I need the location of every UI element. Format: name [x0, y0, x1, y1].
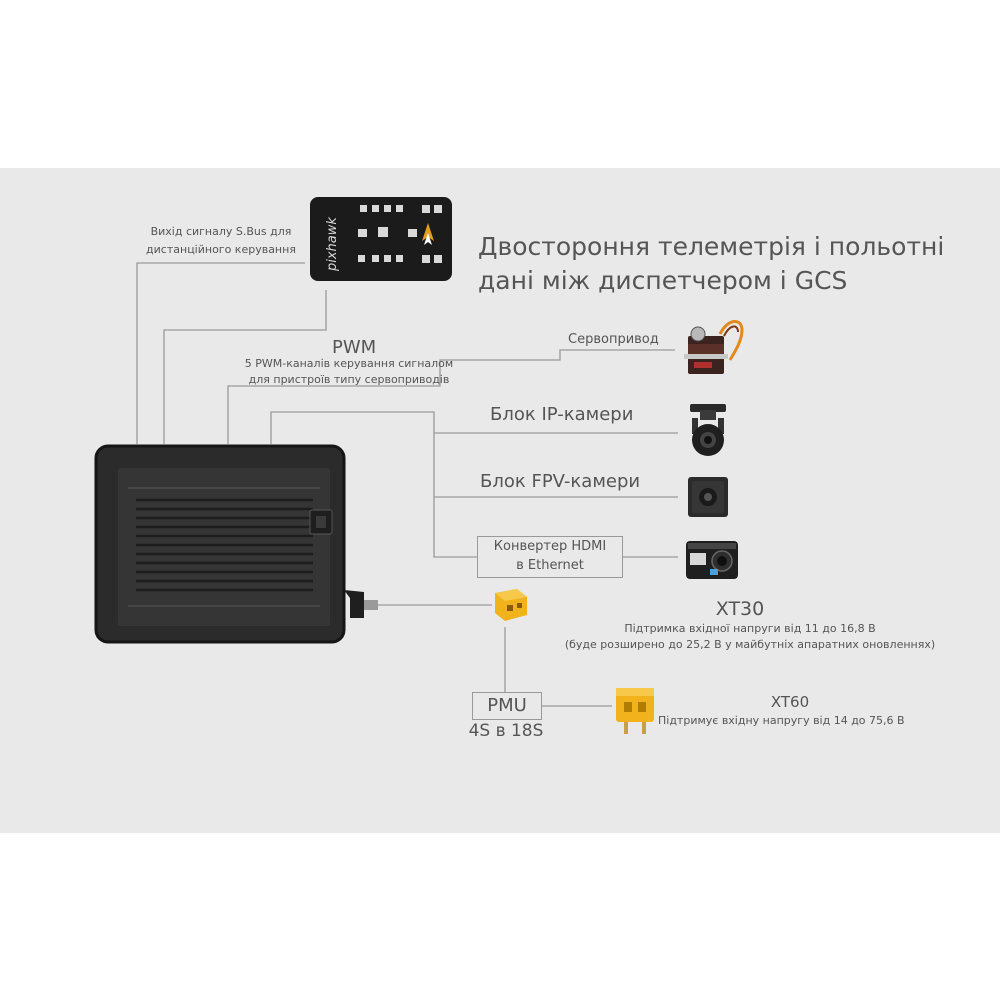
xt30-description-line2: (буде розширено до 25,2 В у майбутніх ап… — [564, 638, 936, 652]
xt60-connector-icon — [616, 688, 654, 734]
fpv-camera-icon — [688, 477, 728, 517]
sbus-label: Вихід сигналу S.Bus для дистанційного ке… — [138, 225, 304, 256]
pwm-line — [227, 349, 675, 444]
xt30-description: Підтримка вхідної напруги від 11 до 16,8… — [540, 622, 960, 651]
telemetry-line — [163, 290, 327, 444]
hdmi-label-line2: в Ethernet — [516, 557, 584, 573]
servo-label: Сервопривод — [568, 332, 659, 347]
pixhawk-flight-controller: pixhawk — [310, 197, 452, 281]
ip-camera-label: Блок IP-камери — [490, 404, 634, 425]
hdmi-converter-box: Конвертер HDMI в Ethernet — [477, 536, 623, 578]
ip-camera-icon — [690, 404, 726, 456]
pmu-sub-label: 4S в 18S — [468, 721, 544, 741]
xt60-title: XT60 — [770, 693, 810, 711]
telemetry-label-line2: дані між диспетчером і GCS — [478, 265, 848, 295]
xt30-description-line1: Підтримка вхідної напруги від 11 до 16,8… — [624, 622, 876, 635]
sbus-label-line1: Вихід сигналу S.Bus для — [150, 225, 292, 238]
telemetry-label-line1: Двостороння телеметрія і польотні — [478, 232, 945, 261]
sbus-line — [136, 262, 305, 444]
xt60-description: Підтримує вхідну напругу від 14 до 75,6 … — [658, 714, 905, 727]
main-controller-unit — [94, 444, 378, 644]
xt30-connector-icon — [495, 589, 527, 621]
pwm-title: PWM — [332, 337, 377, 358]
ip-camera-line — [270, 411, 678, 444]
hdmi-left-line — [433, 497, 477, 558]
hdmi-label-line1: Конвертер HDMI — [493, 539, 607, 554]
sbus-label-line2: дистанційного керування — [146, 243, 296, 257]
pwm-description-line1: 5 PWM-каналів керування сигналом — [244, 357, 454, 370]
telemetry-label: Двостороння телеметрія і польотні дані м… — [478, 230, 944, 298]
xt30-title: XT30 — [715, 598, 765, 620]
pmu-label: PMU — [487, 695, 527, 716]
action-camera-icon — [686, 541, 738, 579]
pmu-box: PMU — [472, 692, 542, 720]
servo-icon — [684, 320, 744, 374]
pwm-description-line2: для пристроїв типу сервоприводів — [248, 373, 450, 387]
fpv-camera-label: Блок FPV-камери — [480, 471, 641, 492]
pixhawk-logo: pixhawk — [325, 217, 340, 272]
pwm-description: 5 PWM-каналів керування сигналом для при… — [224, 357, 474, 386]
